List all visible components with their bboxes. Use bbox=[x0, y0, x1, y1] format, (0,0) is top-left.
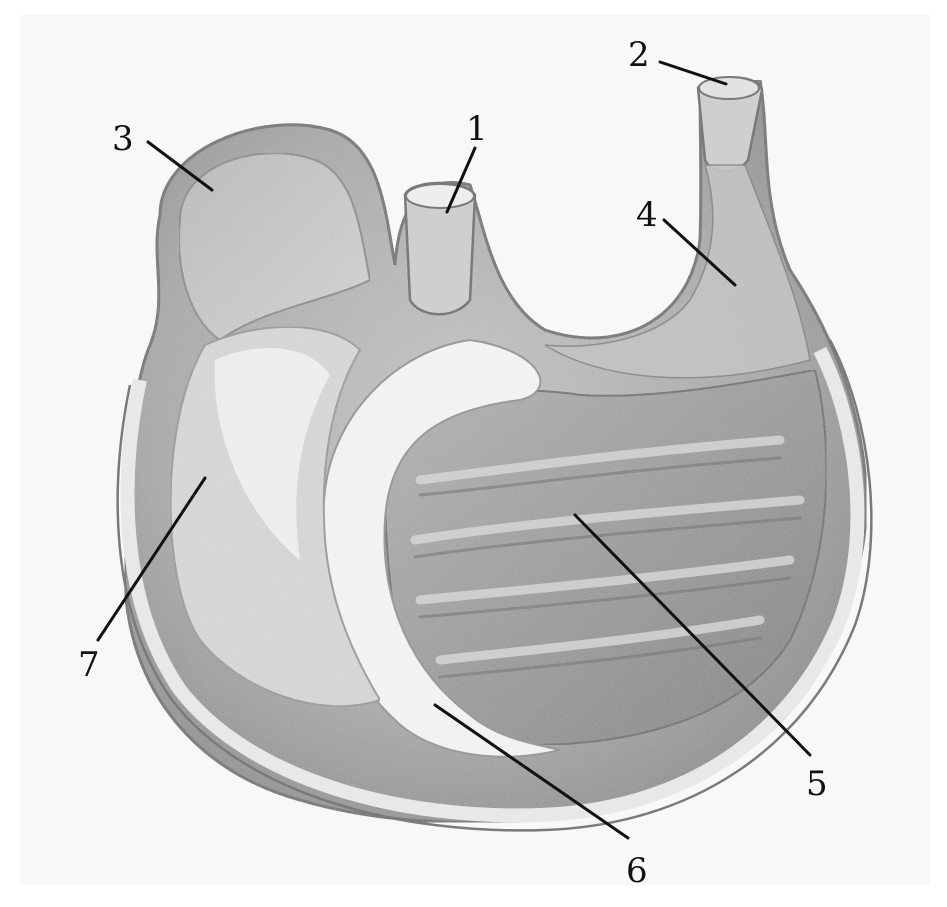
duodenum-opening bbox=[699, 77, 759, 99]
label-5: 5 bbox=[806, 764, 828, 804]
esophagus-opening bbox=[406, 184, 474, 208]
label-3: 3 bbox=[112, 119, 134, 159]
label-1: 1 bbox=[466, 109, 488, 149]
label-2: 2 bbox=[628, 35, 650, 75]
label-7: 7 bbox=[78, 645, 100, 685]
label-4: 4 bbox=[636, 195, 658, 235]
label-6: 6 bbox=[626, 851, 648, 891]
